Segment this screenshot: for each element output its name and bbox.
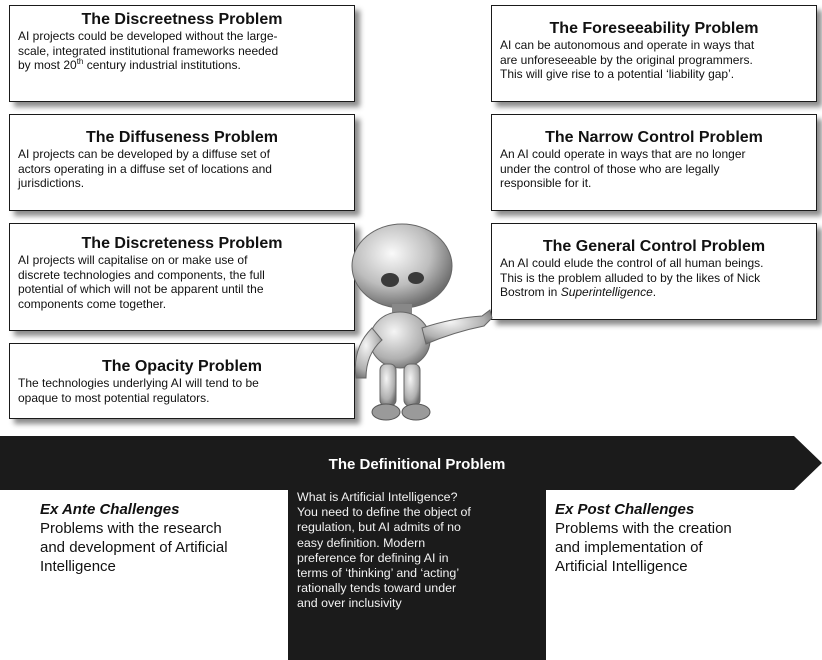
robot-pointing-arm <box>421 309 493 345</box>
column-line: Intelligence <box>40 558 116 575</box>
panel-line: regulation, but AI admits of no <box>297 520 461 535</box>
box-title: The General Control Problem <box>542 238 766 255</box>
ex-ante-heading: Ex Ante Challenges <box>40 501 180 518</box>
box-line: The technologies underlying AI will tend… <box>18 376 259 390</box>
box-line: scale, integrated institutional framewor… <box>18 43 279 58</box>
text-span: . <box>652 285 657 299</box>
box-line: components come together. <box>18 296 167 311</box>
robot-eye <box>381 273 399 287</box>
box-line: AI projects will capitalise on or make u… <box>18 253 248 267</box>
panel-line: preference for defining AI in <box>297 550 449 565</box>
column-line: and development of Artificial <box>40 539 228 556</box>
robot-left-arm <box>354 327 383 379</box>
box-body: AI projects will capitalise on or make u… <box>18 253 346 311</box>
panel-line: easy definition. Modern <box>297 535 426 550</box>
ex-ante-column: Ex Ante Challenges Problems with the res… <box>40 500 228 576</box>
ex-post-heading: Ex Post Challenges <box>555 501 695 518</box>
box-body: AI can be autonomous and operate in ways… <box>500 38 808 82</box>
robot-leg <box>403 363 421 407</box>
foreseeability-problem-box: The Foreseeability Problem AI can be aut… <box>491 5 817 102</box>
box-line: An AI could elude the control of all hum… <box>500 256 764 270</box>
box-line: discrete technologies and components, th… <box>18 267 265 282</box>
text-span: Bostrom in <box>500 285 561 299</box>
ex-post-column: Ex Post Challenges Problems with the cre… <box>555 500 732 576</box>
box-title: The Discreetness Problem <box>81 11 283 28</box>
box-title: The Discreteness Problem <box>81 235 283 252</box>
box-line: Bostrom in Superintelligence. <box>500 285 808 300</box>
column-line: Problems with the creation <box>555 520 732 537</box>
panel-line: You need to define the object of <box>297 505 471 520</box>
box-title: The Diffuseness Problem <box>85 129 279 146</box>
column-line: and implementation of <box>555 539 703 556</box>
box-line: This will give rise to a potential ‘liab… <box>500 67 735 81</box>
box-line: This is the problem alluded to by the li… <box>500 270 761 285</box>
box-line: AI projects could be developed without t… <box>18 29 278 43</box>
box-body: An AI could operate in ways that are no … <box>500 147 808 191</box>
general-control-problem-box: The General Control Problem An AI could … <box>491 223 817 320</box>
column-line: Problems with the research <box>40 520 222 537</box>
panel-line: What is Artificial Intelligence? <box>297 490 458 504</box>
box-line: AI projects can be developed by a diffus… <box>18 147 270 161</box>
box-line: actors operating in a diffuse set of loc… <box>18 161 272 176</box>
box-line: potential of which will not be apparent … <box>18 282 264 296</box>
panel-line: and over inclusivity <box>297 596 402 611</box>
box-body: AI projects could be developed without t… <box>18 29 346 73</box>
box-line: AI can be autonomous and operate in ways… <box>500 38 755 52</box>
text-span: century industrial institutions. <box>83 58 241 72</box>
box-body: The technologies underlying AI will tend… <box>18 376 346 405</box>
box-line: under the control of those who are legal… <box>500 161 720 176</box>
panel-line: rationally tends toward under <box>297 581 457 596</box>
narrow-control-problem-box: The Narrow Control Problem An AI could o… <box>491 114 817 211</box>
robot-eye <box>408 272 424 284</box>
text-span: by most 20 <box>18 58 77 72</box>
robot-head <box>351 223 453 309</box>
box-line: by most 20th century industrial institut… <box>18 58 346 73</box>
discreetness-problem-box: The Discreetness Problem AI projects cou… <box>9 5 355 102</box>
robot-leg <box>379 363 397 407</box>
column-line: Artificial Intelligence <box>555 558 688 575</box>
robot-illustration <box>351 223 493 421</box>
definitional-arrow-band <box>0 436 822 490</box>
robot-foot <box>371 403 401 421</box>
definitional-problem-panel: What is Artificial Intelligence? You nee… <box>288 490 546 660</box>
robot-foot <box>401 403 431 421</box>
box-body: AI projects can be developed by a diffus… <box>18 147 346 191</box>
box-title: The Foreseeability Problem <box>549 20 759 37</box>
box-line: An AI could operate in ways that are no … <box>500 147 746 161</box>
box-body: An AI could elude the control of all hum… <box>500 256 808 300</box>
opacity-problem-box: The Opacity Problem The technologies und… <box>9 343 355 419</box>
diffuseness-problem-box: The Diffuseness Problem AI projects can … <box>9 114 355 211</box>
book-title: Superintelligence <box>560 285 653 299</box>
box-line: responsible for it. <box>500 176 592 190</box>
discreteness-problem-box: The Discreteness Problem AI projects wil… <box>9 223 355 331</box>
box-line: opaque to most potential regulators. <box>18 390 210 405</box>
robot-neck <box>392 304 412 314</box>
box-title: The Opacity Problem <box>101 358 263 375</box>
panel-line: terms of ‘thinking’ and ‘acting’ <box>297 566 460 581</box>
box-title: The Narrow Control Problem <box>545 129 763 146</box>
definitional-problem-title: The Definitional Problem <box>328 456 506 473</box>
box-line: are unforeseeable by the original progra… <box>500 52 753 67</box>
box-line: jurisdictions. <box>18 176 85 190</box>
superscript: th <box>76 57 84 66</box>
